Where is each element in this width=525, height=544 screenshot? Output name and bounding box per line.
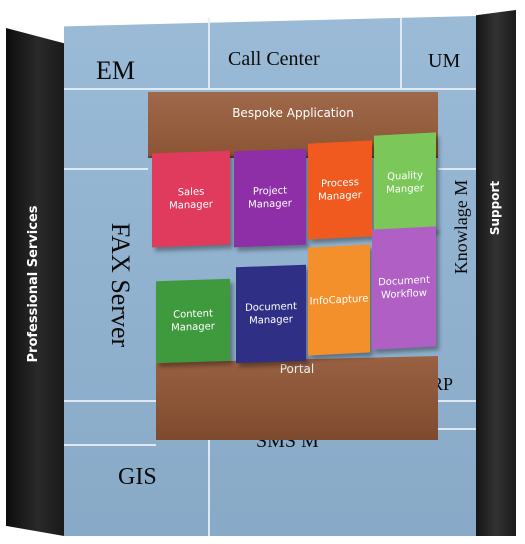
grid-line-v1 (208, 18, 210, 88)
knowlage-m-label: Knowlage M (451, 179, 471, 275)
tile-process-manager: Process Manager (308, 140, 372, 240)
grid-line-h6 (64, 444, 156, 446)
left-side-panel (6, 28, 64, 536)
bespoke-application-label: Bespoke Application (232, 106, 354, 120)
professional-services-label: Professional Services (26, 205, 41, 363)
tile-document-manager: Document Manager (236, 264, 306, 364)
portal-label: Portal (279, 362, 315, 376)
tile-sales-manager: Sales Manager (152, 150, 230, 248)
tile-label: Document Workflow (378, 274, 430, 302)
tile-label: Document Manager (245, 301, 297, 327)
right-side-panel (476, 10, 516, 536)
tile-project-manager: Project Manager (234, 148, 306, 248)
tile-label: Process Manager (318, 177, 362, 204)
em-label: EM (96, 56, 135, 85)
tile-quality-manger: Quality Manger (374, 132, 436, 234)
grid-line-h1 (64, 88, 476, 90)
tile-infocapture: InfoCapture (308, 244, 370, 356)
tile-label: Quality Manger (386, 170, 424, 196)
tile-label: Sales Manager (169, 186, 213, 212)
tile-label: InfoCapture (309, 292, 369, 308)
um-label: UM (428, 50, 461, 72)
support-label: Support (488, 180, 502, 236)
portal-band (156, 356, 438, 440)
grid-line-h3 (438, 168, 476, 170)
tile-label: Project Manager (248, 185, 292, 211)
tile-label: Content Manager (171, 308, 215, 334)
grid-line-h5 (400, 428, 476, 430)
grid-line-v2 (400, 18, 402, 88)
tile-content-manager: Content Manager (156, 278, 230, 364)
grid-line-h2 (64, 168, 148, 170)
tile-document-workflow: Document Workflow (372, 226, 436, 350)
fax-server-label: FAX Server (106, 222, 135, 348)
grid-line-v3 (208, 400, 210, 536)
call-center-label: Call Center (228, 48, 320, 70)
gis-label: GIS (118, 464, 157, 490)
